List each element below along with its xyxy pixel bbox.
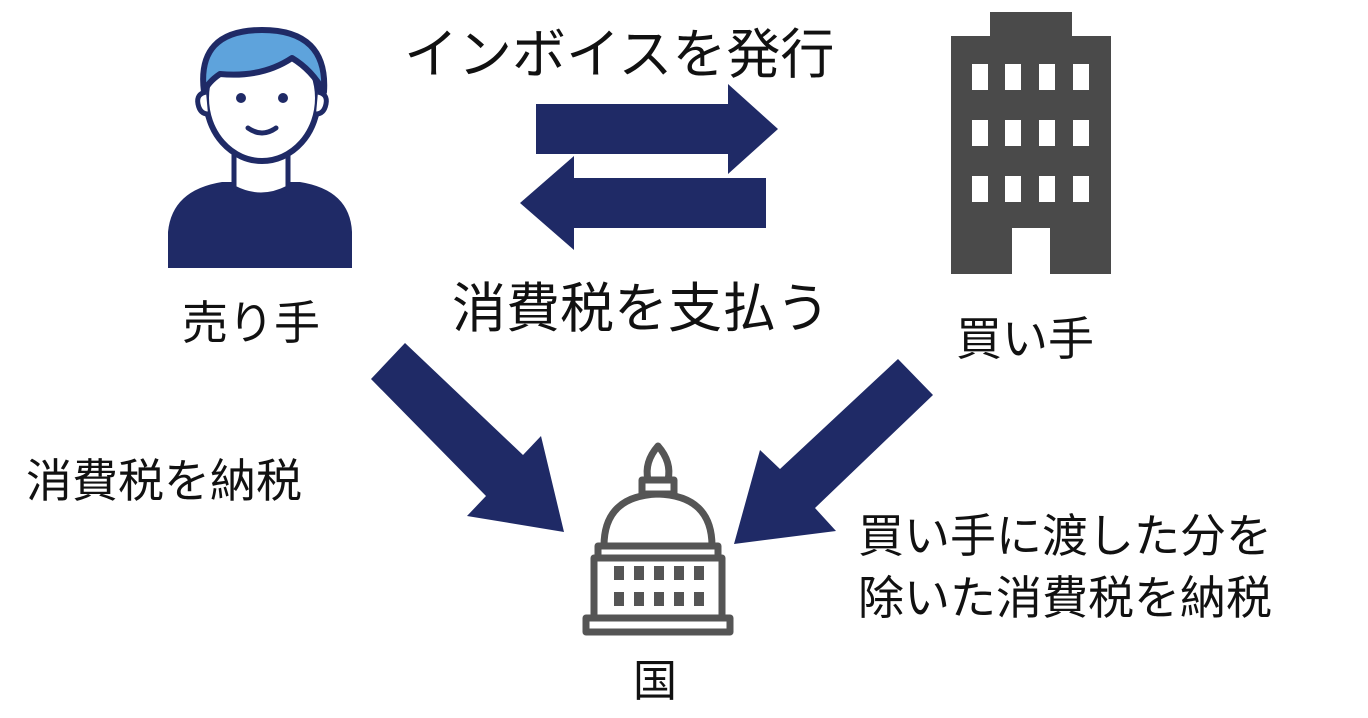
buyer-pays-tax-label: 買い手に渡した分を 除いた消費税を納税 <box>858 509 1272 625</box>
country-label: 国 <box>633 656 677 707</box>
person-icon <box>168 27 352 268</box>
capitol-icon <box>582 442 734 636</box>
invoice-issue-label: インボイスを発行 <box>404 23 835 86</box>
buyer-label: 買い手 <box>956 312 1094 366</box>
pay-consumption-tax-label: 消費税を支払う <box>452 277 830 340</box>
seller-pays-tax-label: 消費税を納税 <box>26 454 302 508</box>
arrow-buyer-to-country <box>734 359 933 544</box>
arrow-seller-to-country <box>371 343 564 532</box>
seller-label: 売り手 <box>182 296 320 350</box>
arrow-right-invoice <box>536 84 778 174</box>
building-icon <box>951 12 1111 274</box>
arrow-left-payment <box>520 156 766 250</box>
